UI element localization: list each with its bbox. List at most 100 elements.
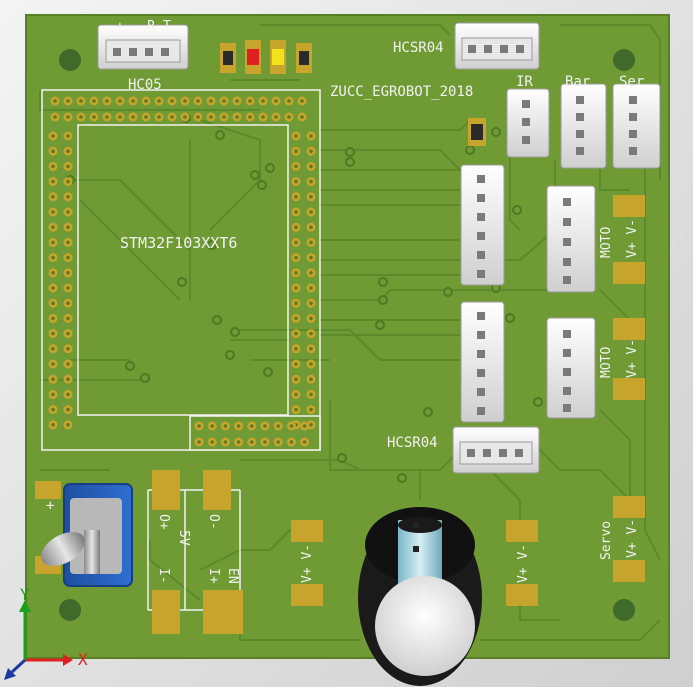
header-pin-hole bbox=[294, 271, 298, 275]
header-pin-hole bbox=[294, 331, 298, 336]
header-pin-hole bbox=[276, 440, 281, 444]
toggle-switch: + bbox=[35, 481, 133, 587]
switch-plus-label: + bbox=[46, 498, 54, 514]
header-pin-hole bbox=[294, 210, 298, 214]
header-pin-hole bbox=[309, 392, 313, 397]
header-pin-hole bbox=[294, 377, 298, 382]
header-pin-hole bbox=[287, 99, 291, 103]
header-pin-hole bbox=[51, 240, 55, 245]
header-pin-hole bbox=[131, 99, 135, 103]
header-pin-hole bbox=[157, 115, 161, 119]
header-pin-hole bbox=[209, 99, 213, 103]
header-pin-hole bbox=[51, 195, 55, 199]
header-pin-hole bbox=[309, 286, 313, 290]
axis-triad: X Y bbox=[4, 585, 88, 680]
project-label: ZUCC_EGROBOT_2018 bbox=[330, 84, 473, 100]
header-pin-hole bbox=[209, 115, 213, 119]
header-pin-hole bbox=[248, 99, 252, 103]
header-pin-hole bbox=[66, 331, 70, 336]
header-pin-hole bbox=[309, 316, 313, 321]
header-pin-hole bbox=[263, 424, 267, 428]
moto-1-pad-bottom bbox=[613, 262, 645, 284]
header-pin-hole bbox=[300, 99, 304, 103]
header-pin-hole bbox=[309, 225, 313, 229]
power-o-plus: O+ bbox=[156, 514, 171, 530]
header-pin-hole bbox=[309, 362, 313, 366]
header-pin-hole bbox=[183, 99, 187, 103]
moto-2-label: MOTO bbox=[599, 347, 614, 378]
power-i-plus: I+ bbox=[206, 568, 221, 584]
header-pin-hole bbox=[294, 286, 298, 290]
power-o-minus: O- bbox=[206, 514, 221, 530]
electrolytic-capacitor bbox=[358, 507, 482, 686]
power-pad-a: V+ V- bbox=[291, 520, 323, 606]
header-pin-hole bbox=[300, 115, 304, 119]
header-pin-hole bbox=[250, 440, 254, 444]
header-pin-hole bbox=[263, 440, 267, 444]
header-pin-hole bbox=[66, 362, 70, 366]
header-pin-hole bbox=[294, 225, 298, 229]
header-pin-hole bbox=[66, 407, 70, 412]
header-pin-hole bbox=[294, 149, 298, 153]
moto-1-pad-top bbox=[613, 195, 645, 217]
ir-label: IR bbox=[516, 74, 533, 90]
power-pad-b: V+ V- bbox=[506, 520, 538, 606]
header-pin-hole bbox=[235, 99, 239, 103]
hc05-label: HC05 bbox=[128, 77, 162, 93]
header-pin-hole bbox=[51, 347, 55, 351]
header-pin-hole bbox=[210, 440, 214, 444]
smd-leds bbox=[220, 40, 486, 146]
hc05-pin-labels: + - R T bbox=[116, 19, 171, 34]
header-pin-hole bbox=[309, 179, 313, 184]
ir-connector: IR bbox=[506, 74, 550, 158]
hcsr04-top-label: HCSR04 bbox=[393, 40, 444, 56]
header-pin-hole bbox=[294, 316, 298, 321]
moto-2-connector: MOTO V+ V- bbox=[546, 317, 645, 419]
header-pin-hole bbox=[302, 424, 307, 428]
moto-1-pins: V+ V- bbox=[625, 219, 640, 258]
header-pin-hole bbox=[183, 115, 187, 119]
header-pin-hole bbox=[309, 331, 313, 336]
moto-2-pad-bottom bbox=[613, 378, 645, 400]
hcsr04-bottom-connector: HCSR04 bbox=[387, 426, 540, 474]
header-pin-hole bbox=[309, 301, 313, 306]
header-pin-hole bbox=[66, 164, 70, 169]
copper-traces bbox=[39, 24, 661, 641]
hcsr04-top-connector: HCSR04 bbox=[393, 22, 540, 70]
mcu-label: STM32F103XXT6 bbox=[120, 234, 237, 252]
header-pin-hole bbox=[157, 99, 161, 103]
header-pin-hole bbox=[309, 423, 313, 427]
header-pin-hole bbox=[294, 362, 298, 366]
header-pin-hole bbox=[210, 424, 214, 428]
header-6pin-lower bbox=[460, 301, 505, 423]
header-pin-hole bbox=[66, 301, 70, 306]
header-pin-hole bbox=[118, 115, 122, 119]
header-pin-hole bbox=[294, 164, 298, 169]
header-pin-hole bbox=[105, 115, 109, 119]
power-i-minus: I- bbox=[156, 568, 171, 584]
hcsr04-bottom-label: HCSR04 bbox=[387, 435, 438, 451]
servo-label: Servo bbox=[599, 521, 614, 560]
header-pin-hole bbox=[51, 362, 55, 366]
stm32-footprint: STM32F103XXT6 bbox=[41, 89, 321, 451]
header-pin-hole bbox=[144, 99, 148, 103]
header-pin-hole bbox=[309, 271, 313, 275]
header-pin-hole bbox=[289, 440, 294, 444]
header-pin-hole bbox=[79, 115, 83, 119]
header-pin-hole bbox=[118, 99, 122, 103]
header-pin-hole bbox=[294, 255, 298, 260]
header-pin-hole bbox=[250, 424, 254, 428]
header-pin-hole bbox=[51, 423, 55, 427]
header-pin-hole bbox=[294, 240, 298, 245]
y-axis-label: Y bbox=[20, 585, 30, 604]
header-pin-hole bbox=[92, 99, 96, 103]
header-pin-hole bbox=[309, 240, 313, 245]
header-pin-hole bbox=[309, 347, 313, 351]
header-pin-hole bbox=[170, 115, 174, 119]
header-pin-hole bbox=[144, 115, 148, 119]
header-pin-hole bbox=[309, 149, 313, 153]
mounting-holes bbox=[59, 49, 635, 621]
pad-a-pins: V+ V- bbox=[300, 544, 315, 583]
header-pin-hole bbox=[51, 377, 55, 382]
header-pin-hole bbox=[309, 195, 313, 199]
